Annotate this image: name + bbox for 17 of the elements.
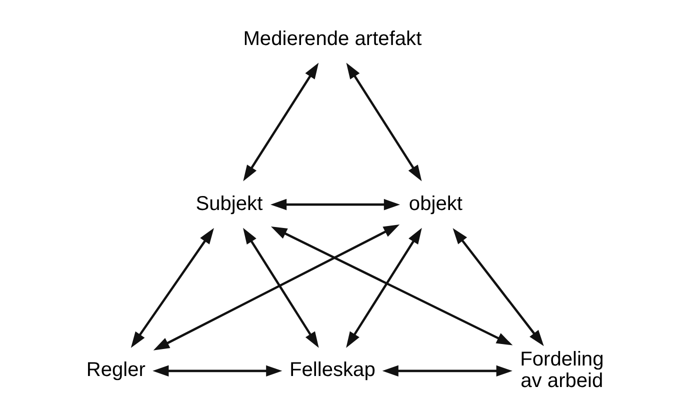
node-text: Regler <box>86 359 146 382</box>
arrow <box>270 198 400 210</box>
arrow <box>130 228 214 348</box>
node-text: Fordeling av arbeid <box>520 348 604 392</box>
arrow <box>153 224 400 350</box>
node-text: Medierende artefakt <box>243 28 422 50</box>
arrow <box>243 228 319 348</box>
arrow <box>243 62 319 182</box>
arrow <box>346 62 422 182</box>
node-text: objekt <box>408 192 462 215</box>
node-text: Subjekt <box>196 192 263 215</box>
arrow <box>346 228 422 348</box>
arrow <box>452 228 544 346</box>
arrow <box>152 365 282 377</box>
arrow <box>270 226 513 346</box>
node-text: Felleskap <box>290 359 376 382</box>
arrow <box>382 365 512 377</box>
